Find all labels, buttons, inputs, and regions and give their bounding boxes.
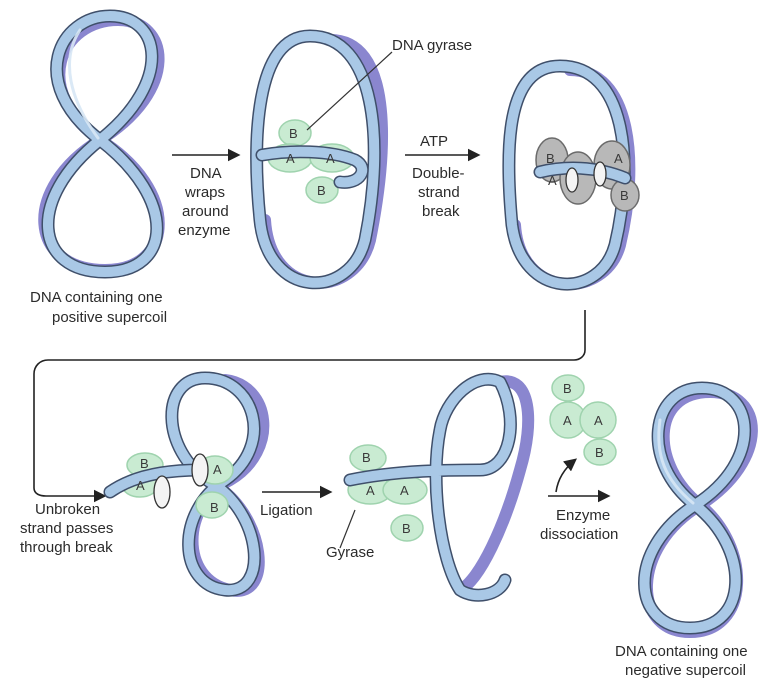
subunit-a-label: A: [614, 151, 623, 166]
dissociation-arrow: [556, 460, 575, 492]
cut-end: [192, 454, 208, 486]
gyrase-label: Gyrase: [326, 544, 374, 561]
subunit-a-label: A: [326, 151, 335, 166]
subunit-a-label: A: [286, 151, 295, 166]
dna-double-strand-break: B A A B: [509, 66, 639, 284]
subunit-b-label: B: [620, 188, 629, 203]
dna-strand-passage: B A A B: [110, 378, 263, 591]
gyrase-leader-line: [340, 510, 355, 548]
step2-line1: Double-: [412, 165, 465, 182]
subunit-b-label: B: [210, 500, 219, 515]
subunit-b-label: B: [317, 183, 326, 198]
subunit-b-label: B: [140, 456, 149, 471]
subunit-a-label: A: [548, 173, 557, 188]
start-caption-line1: DNA containing one: [30, 289, 163, 306]
step3-line3: through break: [20, 539, 113, 556]
subunit-b-label: B: [563, 381, 572, 396]
step2-line3: break: [422, 203, 460, 220]
step3-line2: strand passes: [20, 520, 113, 537]
step5-line1: Enzyme: [556, 507, 610, 524]
dna-gyrase-label: DNA gyrase: [392, 37, 472, 54]
dna-positive-supercoil: [44, 16, 159, 272]
cut-end: [566, 168, 578, 192]
subunit-b-label: B: [362, 450, 371, 465]
subunit-b-label: B: [595, 445, 604, 460]
subunit-a-label: A: [594, 413, 603, 428]
cut-end: [594, 162, 606, 186]
dna-wrapped-enzyme: B A A B: [257, 36, 382, 283]
subunit-a-label: A: [400, 483, 409, 498]
step1-line4: enzyme: [178, 222, 231, 239]
cut-end: [154, 476, 170, 508]
start-caption-line2: positive supercoil: [52, 309, 167, 326]
step1-line3: around: [182, 203, 229, 220]
ligation-label: Ligation: [260, 502, 313, 519]
subunit-b-label: B: [289, 126, 298, 141]
subunit-b-label: B: [402, 521, 411, 536]
end-caption-line2: negative supercoil: [625, 662, 746, 679]
end-caption-line1: DNA containing one: [615, 643, 748, 660]
subunit-b-label: B: [546, 151, 555, 166]
subunit-a-label: A: [366, 483, 375, 498]
step1-line2: wraps: [184, 184, 225, 201]
atp-label: ATP: [420, 133, 448, 150]
subunit-a-label: A: [136, 478, 145, 493]
dna-ligated-enzyme: B A A B: [348, 379, 528, 595]
dissociated-enzyme: B A A B: [550, 375, 616, 465]
step5-line2: dissociation: [540, 526, 618, 543]
step1-line1: DNA: [190, 165, 222, 182]
subunit-a-label: A: [563, 413, 572, 428]
dna-negative-supercoil: [644, 388, 751, 632]
step3-line1: Unbroken: [35, 501, 100, 518]
subunit-a-label: A: [213, 462, 222, 477]
step2-line2: strand: [418, 184, 460, 201]
